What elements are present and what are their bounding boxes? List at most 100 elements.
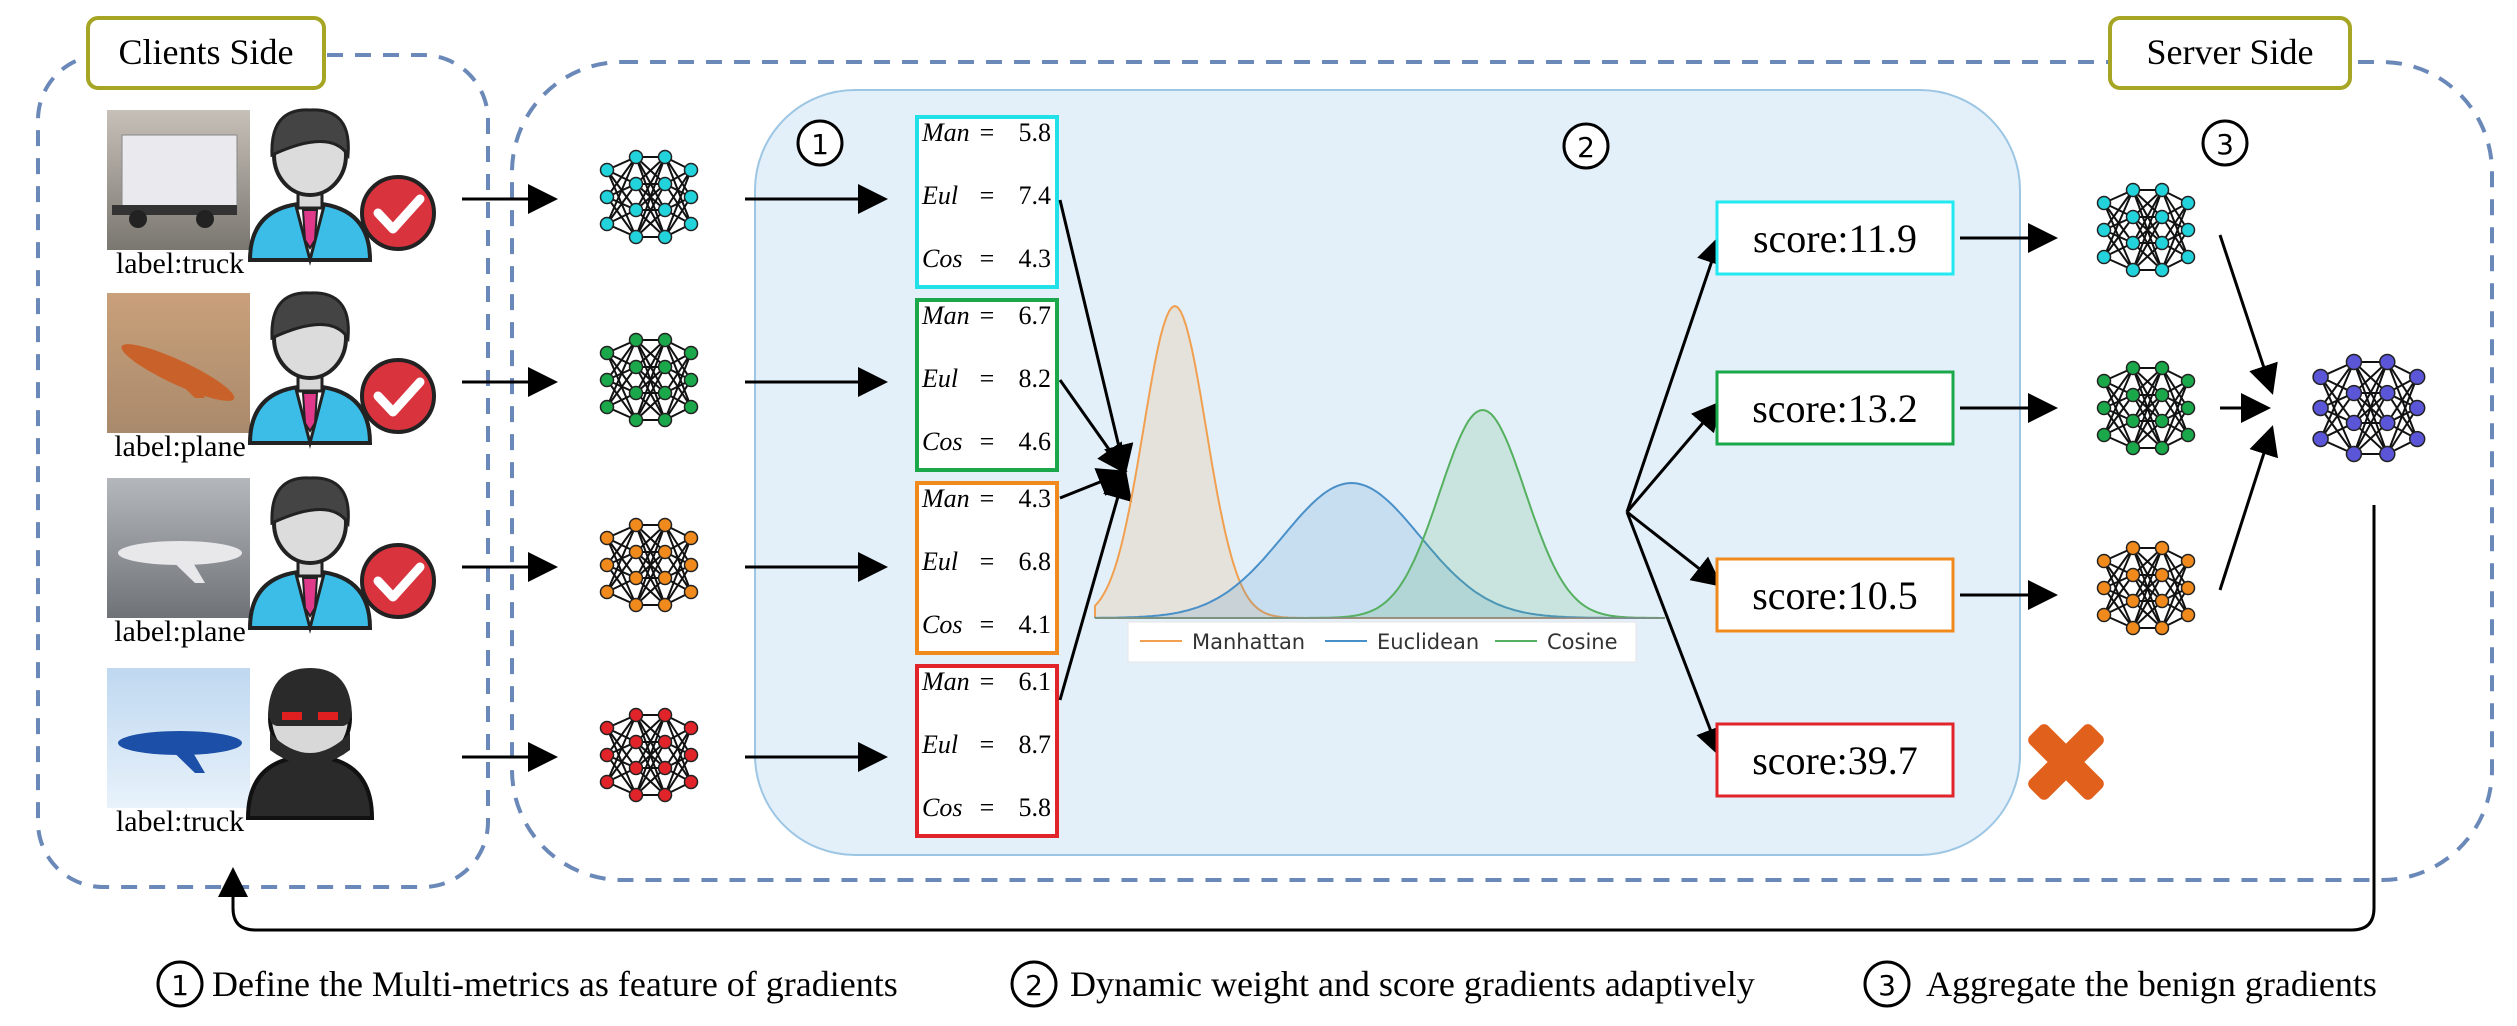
converge-arrow [1058,199,1134,475]
converge-arrow [1058,469,1133,701]
svg-text:6.1: 6.1 [1019,667,1052,696]
step-3-marker: 3 [2201,119,2249,167]
svg-text:Man: Man [921,118,970,147]
svg-text:=: = [980,301,995,330]
metric-man: Man=6.7 [921,301,1051,330]
svg-text:=: = [980,181,995,210]
svg-text:Cos: Cos [922,610,962,639]
aggregate-arrow [2218,425,2279,591]
metric-cos: Cos=4.1 [922,610,1051,639]
score-text: score:11.9 [1753,216,1917,261]
svg-text:Eul: Eul [921,181,958,210]
plane-photo [107,478,250,618]
svg-text:=: = [980,730,995,759]
metric-eul: Eul = 7.4 [921,181,1051,210]
check-icon [360,175,436,251]
metric-man: Man=4.3 [921,484,1051,513]
svg-text:=: = [980,118,995,147]
svg-text:=: = [980,547,995,576]
distribution-fill [1095,306,1665,618]
caption-step-1: 1 Define the Multi-metrics as feature of… [156,960,898,1008]
score-box: score:39.7 [1715,722,1955,798]
svg-text:7.4: 7.4 [1019,181,1052,210]
svg-text:8.7: 8.7 [1019,730,1052,759]
client-model-icon [599,149,699,245]
image-label: label:truck [116,805,244,838]
svg-text:4.3: 4.3 [1019,244,1052,273]
svg-text:Cos: Cos [922,244,962,273]
distribution-curve [1094,481,1665,619]
client-model-icon [599,332,699,428]
distribution-plot: Manhattan Euclidean Cosine [1094,304,1665,663]
image-label: label:truck [116,247,244,280]
client-row: label:truck [107,668,558,838]
client-row: label:truck [107,108,558,280]
plane-photo [107,293,250,433]
client-row: label:plane [107,291,558,463]
server-region [510,60,2494,882]
feedback-arrow [218,505,2376,932]
user-icon [247,108,373,266]
benign-model-icon [2096,360,2196,456]
converge-arrow [1058,379,1127,475]
legend-entry: Cosine [1547,630,1618,654]
metric-eul: Eul=8.2 [921,364,1051,393]
hacker-icon [245,668,375,820]
client-model-icon [599,517,699,613]
step-1-marker: 1 [796,119,844,167]
svg-text:Define the Multi-metrics as fe: Define the Multi-metrics as feature of g… [212,964,898,1004]
svg-text:Cos: Cos [922,793,962,822]
svg-text:=: = [980,427,995,456]
metric-man: Man = 5.8 [921,118,1051,147]
svg-text:5.8: 5.8 [1019,793,1052,822]
svg-text:3: 3 [1878,969,1896,1002]
plane-photo [107,668,250,808]
svg-text:2: 2 [1025,969,1043,1002]
global-model-icon [2312,353,2426,463]
legend-entry: Manhattan [1192,630,1305,654]
svg-text:Eul: Eul [921,730,958,759]
user-icon [247,291,373,449]
metric-eul: Eul = 8.7 [921,730,1051,759]
score-box: score:11.9 [1715,200,1955,276]
score-text: score:13.2 [1752,386,1918,431]
metric-cos: Cos=4.3 [922,244,1051,273]
svg-text:2: 2 [1577,131,1595,164]
clients-side-label: Clients Side [86,16,326,90]
aggregate-arrow [2218,234,2278,395]
svg-text:Man: Man [921,667,970,696]
client-model-icon [599,707,699,803]
svg-text:=: = [980,793,995,822]
caption-step-3: 3 Aggregate the benign gradients [1863,960,2377,1008]
score-arrow [1626,510,1723,587]
svg-text:5.8: 5.8 [1019,118,1052,147]
distribution-fill [1095,483,1665,618]
cross-icon [2028,724,2104,800]
distribution-legend: Manhattan Euclidean Cosine [1127,621,1637,663]
svg-text:Server Side: Server Side [2147,32,2314,72]
metric-man: Man = 6.1 [921,667,1051,696]
metric-eul: Eul=6.8 [921,547,1051,576]
score-box: score:13.2 [1715,370,1955,446]
svg-text:1: 1 [811,128,829,161]
svg-text:=: = [980,364,995,393]
svg-text:Eul: Eul [921,547,958,576]
caption: 1 Define the Multi-metrics as feature of… [156,960,2377,1008]
metric-cos: Cos=4.6 [922,427,1051,456]
score-box: score:10.5 [1715,557,1955,633]
check-icon [360,358,436,434]
svg-text:Man: Man [921,484,970,513]
metric-cos: Cos = 5.8 [922,793,1051,822]
score-text: score:39.7 [1752,738,1918,783]
svg-text:=: = [980,667,995,696]
score-arrow [1625,511,1725,758]
score-arrow [1625,400,1722,513]
benign-model-icon [2096,540,2196,636]
svg-text:Eul: Eul [921,364,958,393]
legend-entry: Euclidean [1377,630,1479,654]
svg-text:4.6: 4.6 [1019,427,1052,456]
truck-photo [107,110,250,250]
